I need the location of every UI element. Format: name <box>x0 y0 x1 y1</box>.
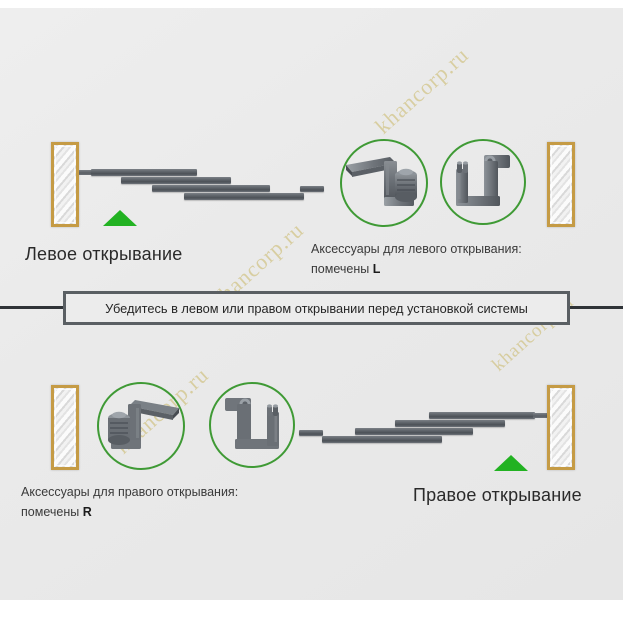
callout-circle-left-2 <box>440 139 526 225</box>
callout-circle-right-1 <box>97 382 185 470</box>
sliding-rail-icon <box>152 185 270 192</box>
instruction-banner-text: Убедитесь в левом или правом открывании … <box>105 300 528 316</box>
accessory-caption-right-prefix: помечены <box>21 505 83 519</box>
accessory-mark-right: R <box>82 505 92 519</box>
sliding-rail-icon <box>355 428 473 435</box>
sliding-rail-icon <box>395 420 505 427</box>
sliding-rail-icon <box>121 177 231 184</box>
accessory-caption-left-line1: Аксессуары для левого открывания: <box>311 242 522 256</box>
banner-lead-right <box>568 306 623 309</box>
sliding-rail-icon <box>300 186 324 192</box>
mirror-panel-icon <box>547 385 575 470</box>
pin-bracket-icon <box>209 382 295 468</box>
roller-bracket-icon <box>340 139 428 227</box>
accessory-caption-left-prefix: помечены <box>311 262 373 276</box>
sliding-rail-icon <box>533 413 547 418</box>
instruction-banner: Убедитесь в левом или правом открывании … <box>63 291 570 325</box>
sliding-rail-icon <box>322 436 442 443</box>
sliding-rail-icon <box>299 430 323 436</box>
mirror-panel-icon <box>51 385 79 470</box>
mirror-panel-icon <box>547 142 575 227</box>
page-title-left: Левое открывание <box>25 244 183 264</box>
accessory-mark-left: L <box>372 262 381 276</box>
accessory-caption-right: Аксессуары для правого открывания: помеч… <box>21 482 238 522</box>
roller-bracket-icon <box>97 382 185 470</box>
sliding-rail-icon <box>79 170 93 175</box>
accessory-caption-left-line2: помечены L <box>311 259 522 279</box>
callout-circle-right-2 <box>209 382 295 468</box>
sliding-rail-icon <box>91 169 197 176</box>
banner-lead-left <box>0 306 65 309</box>
callout-circle-left-1 <box>340 139 428 227</box>
accessory-caption-right-line1: Аксессуары для правого открывания: <box>21 485 239 499</box>
pin-bracket-icon <box>440 139 526 225</box>
accessory-caption-left: Аксессуары для левого открывания: помече… <box>311 239 522 279</box>
sliding-rail-icon <box>429 412 535 419</box>
accessory-caption-right-line2: помечены R <box>21 502 238 522</box>
triangle-up-icon <box>494 455 528 471</box>
triangle-up-icon <box>103 210 137 226</box>
sliding-rail-icon <box>184 193 304 200</box>
page-title-right: Правое открывание <box>413 485 582 505</box>
mirror-panel-icon <box>51 142 79 227</box>
